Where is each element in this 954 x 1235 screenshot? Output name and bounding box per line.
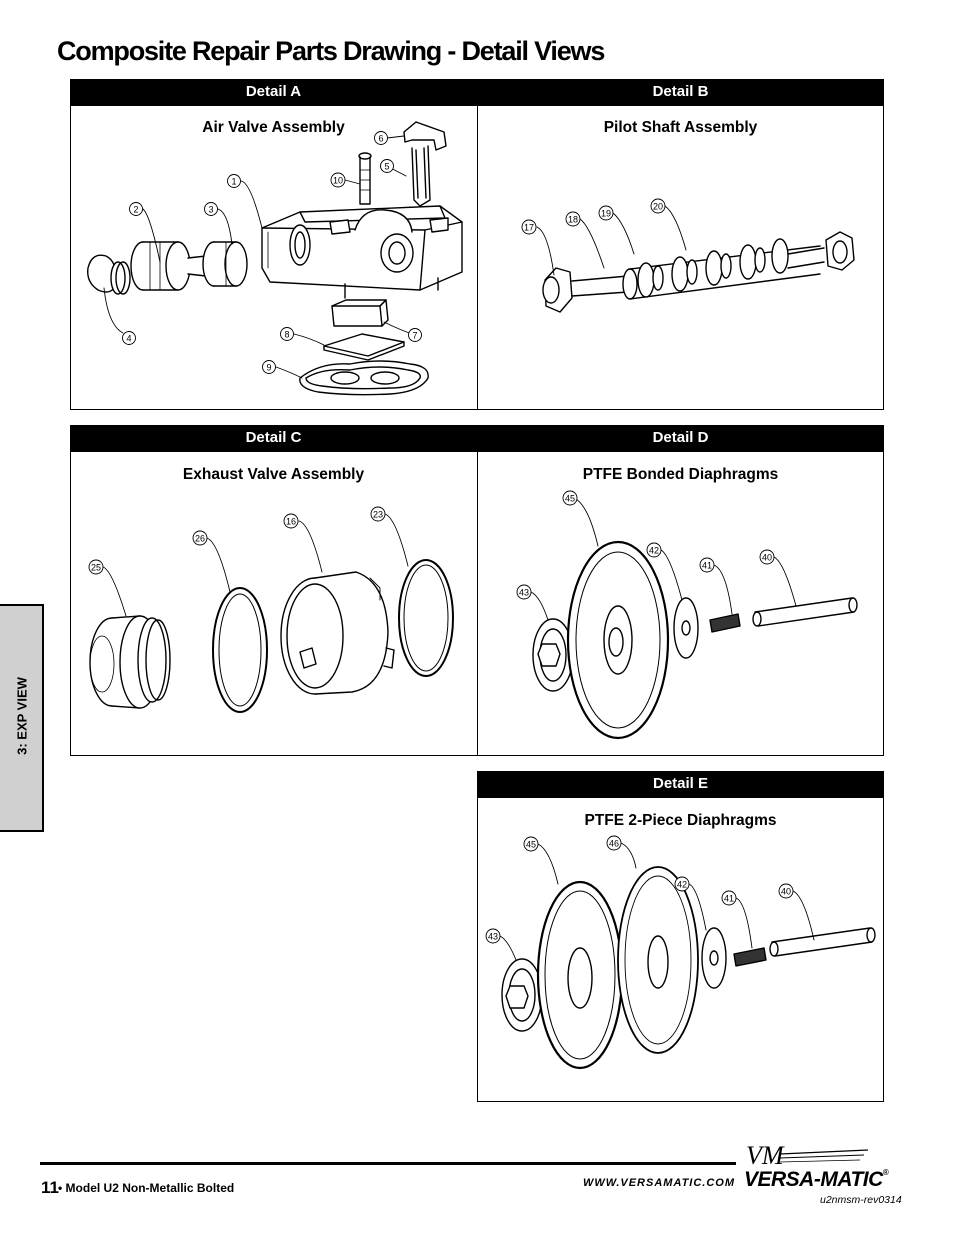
callout-label-d-42: 42 (649, 545, 659, 555)
callout-label-d-41: 41 (702, 560, 712, 570)
callout-label-a-8: 8 (284, 329, 289, 339)
callout-circle (650, 198, 666, 214)
callout-label-a-2: 2 (133, 204, 138, 214)
callout-label-e-41: 41 (724, 893, 734, 903)
detail-a-subtitle: Air Valve Assembly (202, 119, 345, 136)
callout-label-a-7: 7 (412, 330, 417, 340)
callout-circle (516, 584, 532, 600)
callout-circle (521, 219, 537, 235)
callout-label-d-43: 43 (519, 587, 529, 597)
callout-label-e-46: 46 (609, 838, 619, 848)
callout-circle (485, 928, 501, 944)
page-title: Composite Repair Parts Drawing - Detail … (57, 36, 605, 66)
brand-logo: VERSA-MATIC® (744, 1168, 889, 1192)
callout-circle (562, 490, 578, 506)
callout-label-e-42: 42 (677, 879, 687, 889)
callout-label-c-25: 25 (91, 562, 101, 572)
detail-d-subtitle: PTFE Bonded Diaphragms (582, 466, 779, 483)
callout-circle (759, 549, 775, 565)
ptfe-2piece-drawing (501, 866, 876, 1070)
callout-label-a-5: 5 (384, 161, 389, 171)
footer-rule (40, 1162, 736, 1165)
website-link[interactable]: WWW.VERSAMATIC.COM (583, 1177, 736, 1189)
detail-cd-divider (477, 452, 478, 756)
callout-circle (262, 360, 276, 374)
callout-label-c-26: 26 (195, 533, 205, 543)
detail-c-subtitle: Exhaust Valve Assembly (182, 466, 365, 483)
revision-code: u2nmsm-rev0314 (820, 1194, 902, 1206)
callout-label-a-3: 3 (208, 204, 213, 214)
callout-circle (374, 131, 388, 145)
versamatic-logo-mark: VM (746, 1142, 869, 1170)
detail-d-header: Detail D (652, 429, 709, 446)
callout-label-b-19: 19 (601, 208, 611, 218)
callout-circle (699, 557, 715, 573)
callout-circle (129, 202, 143, 216)
ptfe-bonded-drawing (532, 540, 858, 740)
callout-label-a-9: 9 (266, 362, 271, 372)
callout-label-c-16: 16 (286, 516, 296, 526)
detail-c-header: Detail C (245, 429, 302, 446)
detail-e-header-label: Detail E (652, 775, 709, 792)
detail-b-header: Detail B (652, 83, 709, 100)
callout-label-b-20: 20 (653, 201, 663, 211)
detail-e-subtitle: PTFE 2-Piece Diaphragms (584, 812, 777, 829)
callout-circle (721, 890, 737, 906)
section-tab[interactable]: 3: EXP VIEW (0, 604, 44, 832)
callout-label-e-40: 40 (781, 886, 791, 896)
callout-label-e-43: 43 (488, 931, 498, 941)
callout-circle (565, 211, 581, 227)
callout-circle (122, 331, 136, 345)
exhaust-valve-drawing (89, 559, 454, 713)
callout-label-a-6: 6 (378, 133, 383, 143)
callout-circle (192, 530, 208, 546)
callout-circle (408, 328, 422, 342)
pilot-shaft-drawing (542, 231, 855, 313)
section-tab-label: 3: EXP VIEW (14, 677, 30, 755)
detail-ab-header: Detail A Detail B (70, 79, 884, 106)
callout-circle (606, 835, 622, 851)
brand-name: VERSA-MATIC (744, 1168, 883, 1191)
callout-circle (330, 172, 346, 188)
detail-a-header: Detail A (245, 83, 302, 100)
callout-label-a-10: 10 (333, 175, 343, 185)
callout-label-b-17: 17 (524, 222, 534, 232)
air-valve-drawing (87, 121, 463, 396)
callout-circle (380, 159, 394, 173)
callout-circle (204, 202, 218, 216)
detail-cd-header: Detail C Detail D (70, 425, 884, 452)
callout-label-d-45: 45 (565, 493, 575, 503)
callout-circle (227, 174, 241, 188)
brand-mark-text: VM (746, 1142, 785, 1170)
callout-circle (370, 506, 386, 522)
callout-circle (523, 836, 539, 852)
callout-circle (778, 883, 794, 899)
callout-circle (674, 876, 690, 892)
callout-label-d-40: 40 (762, 552, 772, 562)
callout-label-a-4: 4 (126, 333, 131, 343)
detail-ab-divider (477, 106, 478, 410)
detail-e-header: Detail E (477, 771, 884, 798)
callout-circle (283, 513, 299, 529)
page-number: 11 (41, 1178, 59, 1197)
callout-leaders (102, 135, 815, 961)
callout-label-e-45: 45 (526, 839, 536, 849)
registered-mark: ® (882, 1168, 889, 1177)
callout-label-a-1: 1 (231, 176, 236, 186)
callout-circle (598, 205, 614, 221)
callout-circle (88, 559, 104, 575)
callout-label-b-18: 18 (568, 214, 578, 224)
callout-label-c-23: 23 (373, 509, 383, 519)
callout-circle (646, 542, 662, 558)
detail-b-subtitle: Pilot Shaft Assembly (603, 119, 758, 136)
callout-circle (280, 327, 294, 341)
model-label: • Model U2 Non-Metallic Bolted (58, 1181, 235, 1195)
